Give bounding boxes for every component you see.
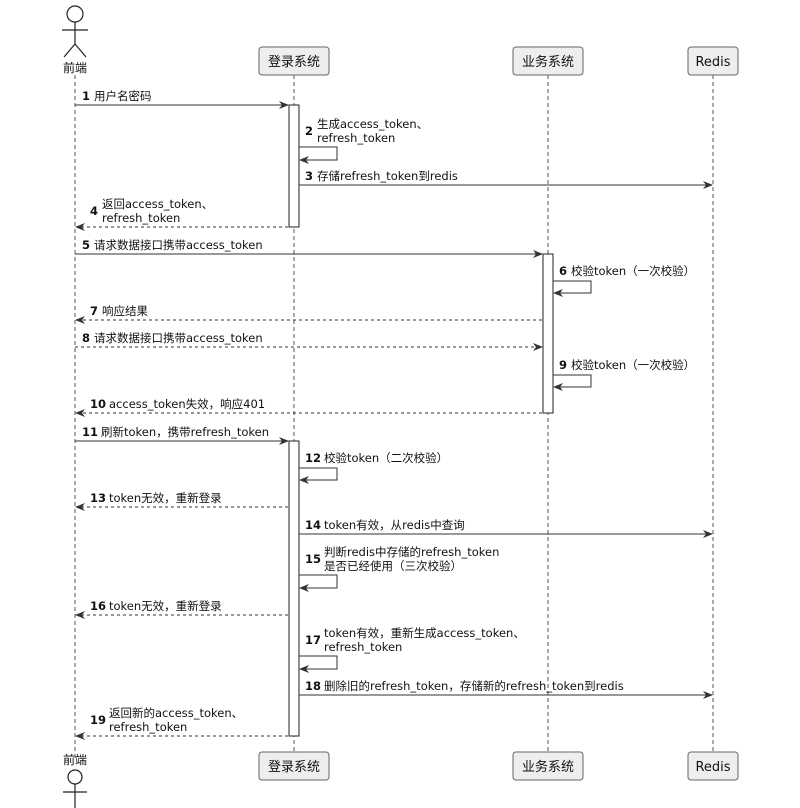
message-7: 7 响应结果 [75, 304, 542, 324]
message-label: 响应结果 [102, 304, 148, 318]
message-number: 6 [559, 264, 567, 278]
message-number: 14 [305, 518, 321, 532]
message-label: 请求数据接口携带access_token [94, 238, 263, 252]
message-label: refresh_token [109, 720, 187, 734]
message-label: 返回access_token、 [102, 197, 213, 211]
activation-login-2 [288, 440, 300, 737]
message-label: token有效，重新生成access_token、 [324, 626, 525, 640]
message-label: 返回新的access_token、 [109, 706, 243, 720]
self-message-arrow [299, 467, 338, 484]
message-label: token有效，从redis中查询 [324, 518, 465, 532]
message-label: 校验token（二次校验） [324, 451, 448, 465]
message-number: 3 [305, 169, 313, 183]
message-number: 19 [90, 713, 106, 727]
participant-login-bottom: 登录系统 [258, 751, 330, 781]
message-number: 16 [90, 599, 106, 613]
message-2: 2 生成access_token、refresh_token [299, 117, 428, 164]
message-4: 4 返回access_token、refresh_token [75, 197, 288, 231]
message-label: 请求数据接口携带access_token [94, 331, 263, 345]
message-number: 8 [82, 331, 90, 345]
message-5: 5 请求数据接口携带access_token [75, 238, 543, 258]
message-label: refresh_token [324, 640, 402, 654]
participant-redis-bottom: Redis [687, 751, 739, 781]
self-message-arrow [299, 146, 338, 164]
message-label: refresh_token [317, 131, 395, 145]
message-label: 用户名密码 [94, 89, 152, 103]
participant-business-top: 业务系统 [512, 46, 584, 76]
participant-label: Redis [695, 760, 730, 775]
actor-frontend-top: 前端 [62, 5, 88, 75]
message-number: 4 [90, 204, 98, 218]
message-label: token无效，重新登录 [109, 491, 222, 505]
message-label: access_token失效，响应401 [109, 397, 265, 411]
message-number: 10 [90, 397, 106, 411]
message-label: token无效，重新登录 [109, 599, 222, 613]
message-number: 13 [90, 491, 106, 505]
participant-redis-top: Redis [687, 46, 739, 76]
participant-label: 业务系统 [522, 759, 574, 775]
message-number: 11 [82, 425, 98, 439]
self-message-arrow [299, 655, 338, 673]
message-label: 生成access_token、 [317, 117, 428, 131]
participant-label: Redis [695, 55, 730, 70]
participant-label: 前端 [63, 60, 87, 75]
message-number: 1 [82, 89, 90, 103]
message-label: 删除旧的refresh_token，存储新的refresh_token到redi… [324, 679, 624, 693]
self-message-arrow [553, 374, 592, 391]
participant-label: 业务系统 [522, 54, 574, 70]
self-message-arrow [553, 280, 592, 297]
message-number: 15 [305, 552, 321, 566]
participant-label: 登录系统 [268, 760, 320, 775]
message-label: 校验token（一次校验） [571, 264, 695, 278]
activation-business [542, 253, 554, 414]
actor-frontend-bottom: 前端 [63, 752, 87, 808]
participant-label: 前端 [63, 752, 87, 767]
message-label: 校验token（一次校验） [571, 358, 695, 372]
message-6: 6 校验token（一次校验） [553, 264, 695, 297]
message-label: 刷新token，携带refresh_token [101, 425, 269, 439]
message-9: 9 校验token（一次校验） [553, 358, 695, 391]
message-3: 3 存储refresh_token到redis [299, 169, 713, 189]
message-label: 判断redis中存储的refresh_token [324, 545, 499, 559]
participant-label: 登录系统 [268, 55, 320, 70]
participant-business-bottom: 业务系统 [512, 751, 584, 781]
message-label: refresh_token [102, 211, 180, 225]
message-label: 是否已经使用（三次校验） [324, 559, 462, 573]
message-number: 17 [305, 633, 321, 647]
message-number: 18 [305, 679, 321, 693]
message-number: 2 [305, 124, 313, 138]
self-message-arrow [299, 574, 338, 592]
message-number: 7 [90, 304, 98, 318]
message-number: 9 [559, 358, 567, 372]
message-8: 8 请求数据接口携带access_token [75, 331, 543, 351]
message-1: 1 用户名密码 [75, 89, 289, 109]
activation-login-1 [288, 104, 300, 228]
message-label: 存储refresh_token到redis [317, 169, 458, 183]
message-number: 5 [82, 238, 90, 252]
message-number: 12 [305, 451, 321, 465]
participant-login-top: 登录系统 [258, 46, 330, 76]
